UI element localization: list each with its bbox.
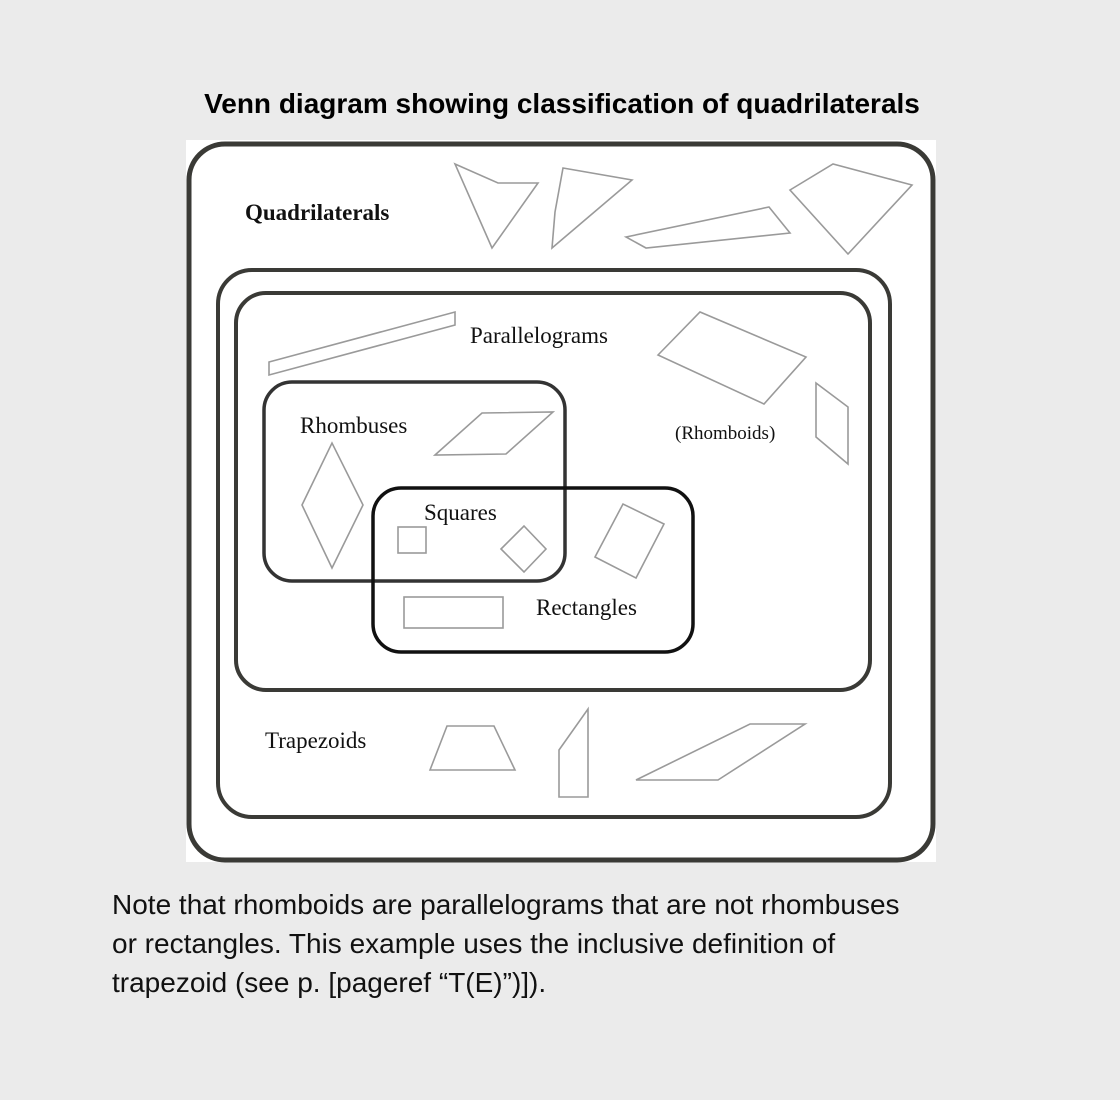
label-rectangles: Rectangles <box>536 595 637 620</box>
rhombus-shape <box>432 411 556 456</box>
diagram-background <box>186 140 936 862</box>
rectangle-shape <box>403 596 504 629</box>
caption-line: trapezoid (see p. [pageref “T(E)”)]). <box>112 967 547 998</box>
square-shape <box>499 524 548 574</box>
quadrilateral-shape <box>551 167 634 250</box>
quadrilateral-shape <box>788 163 914 256</box>
label-parallelograms: Parallelograms <box>470 323 608 348</box>
quadrilaterals-set <box>186 141 936 863</box>
trapezoid-shape <box>635 723 808 781</box>
trapezoid-shape <box>428 725 517 771</box>
label-rhomboids: (Rhomboids) <box>675 423 775 444</box>
rhomboid-shape <box>656 311 808 405</box>
parallelograms-set <box>234 291 872 692</box>
trapezoid-shape <box>558 706 589 798</box>
rectangle-shape <box>593 502 666 580</box>
label-trapezoids: Trapezoids <box>265 728 366 753</box>
label-squares: Squares <box>424 500 497 525</box>
caption-line: Note that rhomboids are parallelograms t… <box>112 889 900 920</box>
square-shape <box>397 526 427 554</box>
rhomboid-shape <box>815 381 849 466</box>
diagram-title: Venn diagram showing classification of q… <box>204 88 920 119</box>
label-quadrilaterals: Quadrilaterals <box>245 200 389 225</box>
quadrilateral-shape <box>453 162 540 250</box>
rectangles-set <box>371 486 695 654</box>
rhomboid-shape <box>268 310 456 377</box>
rhombus-shape <box>301 441 364 570</box>
label-rhombuses: Rhombuses <box>300 413 407 438</box>
rhombuses-set <box>262 380 567 583</box>
quadrilateral-shape <box>623 206 792 249</box>
caption: Note that rhomboids are parallelograms t… <box>112 885 1072 1002</box>
caption-line: or rectangles. This example uses the inc… <box>112 928 836 959</box>
trapezoids-set <box>216 268 892 819</box>
